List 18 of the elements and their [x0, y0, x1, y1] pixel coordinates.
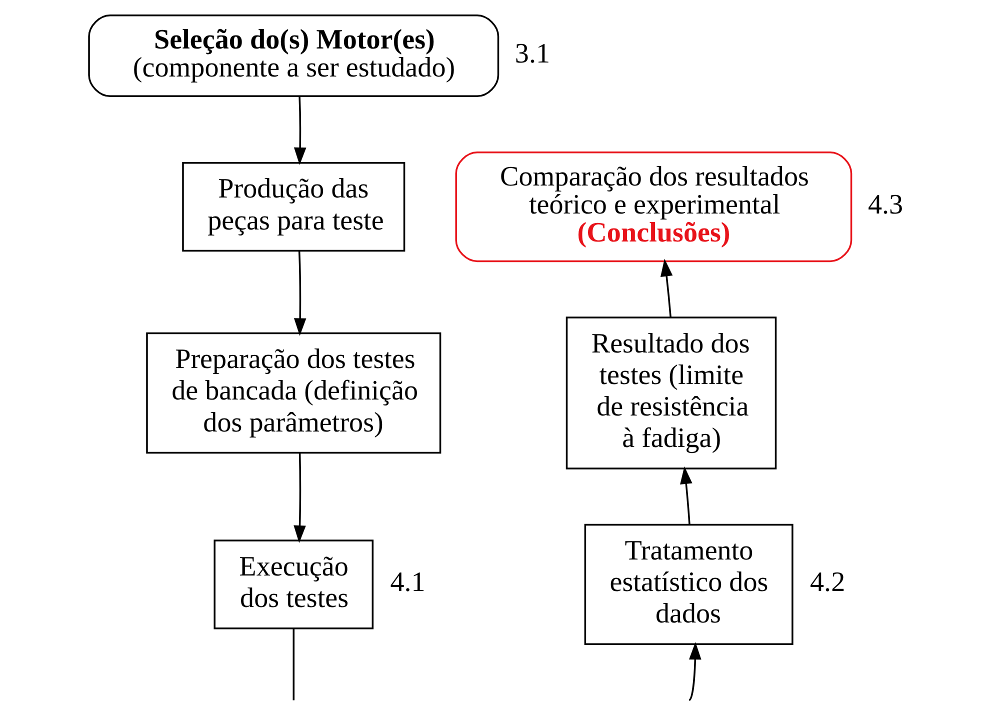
- node-box: Tratamento estatístico dos dados: [584, 524, 793, 646]
- node-box: Preparação dos testes de bancada (definição dos parâmetros): [146, 332, 441, 454]
- node-label: 4.2: [810, 567, 845, 598]
- node-box: Resultado dos testes (limite de resistência à fadiga): [565, 316, 776, 470]
- node-label: 4.3: [867, 189, 903, 220]
- node-box: Execução dos testes: [213, 540, 374, 630]
- arrow: [293, 96, 306, 166]
- node-box: Produção das peças para teste: [182, 162, 405, 252]
- arrow: [660, 258, 672, 318]
- node-box: Seleção do(s) Motor(es) (componente a ser estudado): [88, 14, 499, 98]
- arrow: [680, 466, 692, 525]
- node-label: 4.1: [390, 567, 425, 598]
- node-label: 3.1: [514, 38, 550, 70]
- arrow: [293, 453, 306, 544]
- arrow: [688, 642, 701, 701]
- node-box: Comparação dos resultados teórico e experimental (Conclusões): [454, 152, 852, 262]
- connector: [292, 628, 294, 700]
- arrow: [293, 250, 306, 336]
